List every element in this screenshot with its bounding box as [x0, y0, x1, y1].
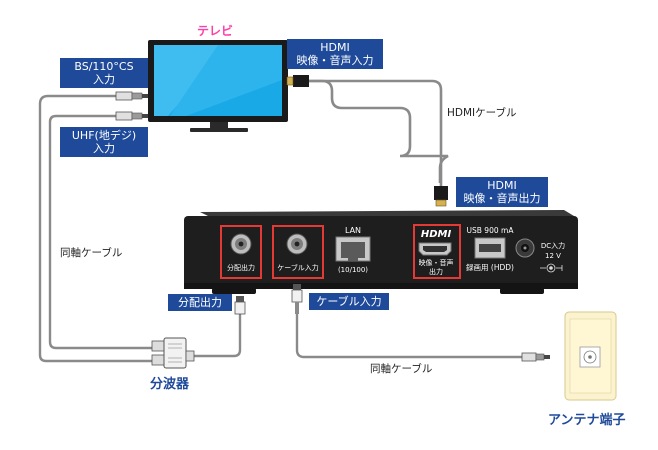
usb-port — [474, 237, 506, 259]
port-label-lan: LAN — [345, 226, 361, 235]
coax-split — [189, 314, 242, 358]
tv — [148, 40, 288, 132]
hdmi-logo: HDMI — [421, 229, 452, 240]
hdmi-cable-main — [309, 79, 443, 186]
port-label-split-output: 分配出力 — [227, 263, 255, 272]
hdmi-port — [418, 242, 452, 256]
port-label-usb: USB 900 mA — [467, 226, 515, 235]
split-output-plug — [234, 296, 246, 315]
lan-port — [335, 236, 371, 262]
antenna-label: アンテナ端子 — [548, 413, 626, 428]
antenna-plug — [521, 352, 550, 362]
split-output-port — [230, 233, 252, 255]
hdmi-cable — [309, 79, 449, 183]
cable-input-highlight — [272, 225, 324, 279]
splitter — [151, 337, 195, 369]
coax-bs — [38, 94, 152, 363]
port-label-hdmi-1: 映像・音声 — [419, 258, 454, 267]
coax-cable-label-left: 同軸ケーブル — [60, 247, 123, 259]
port-label-dc-2: 12 V — [545, 252, 561, 260]
splitter-label: 分波器 — [150, 377, 190, 392]
split-output-highlight — [220, 225, 262, 279]
dc-polarity-icon — [540, 263, 563, 273]
set-top-box — [184, 210, 578, 294]
hdmi-cable-label: HDMIケーブル — [447, 107, 517, 119]
tv-uhf-connector — [115, 111, 148, 121]
uhf-input-label: UHF(地デジ)入力 — [60, 127, 148, 157]
cable-input-label: ケーブル入力 — [309, 293, 389, 310]
port-label-hdmi-2: 出力 — [429, 267, 443, 276]
dc-in-port — [515, 238, 535, 258]
coax-antenna — [295, 314, 522, 359]
tv-hdmi-plug — [286, 75, 309, 87]
coax-uhf — [48, 114, 152, 350]
coax-cable-label-bottom: 同軸ケーブル — [370, 363, 433, 375]
cable-input-port — [286, 233, 308, 255]
cable-input-plug — [291, 284, 303, 314]
port-label-usb-purpose: 録画用 (HDD) — [466, 262, 514, 272]
box-hdmi-plug — [434, 186, 448, 207]
port-label-dc-1: DC入力 — [541, 241, 565, 250]
hdmi-highlight — [413, 224, 461, 279]
port-label-cable-input: ケーブル入力 — [277, 263, 319, 272]
tv-title: テレビ — [197, 24, 234, 38]
antenna-outlet — [564, 311, 617, 401]
tv-bs-connector — [115, 91, 148, 101]
split-output-label: 分配出力 — [168, 294, 232, 311]
port-label-lan-speed: (10/100) — [338, 266, 368, 274]
